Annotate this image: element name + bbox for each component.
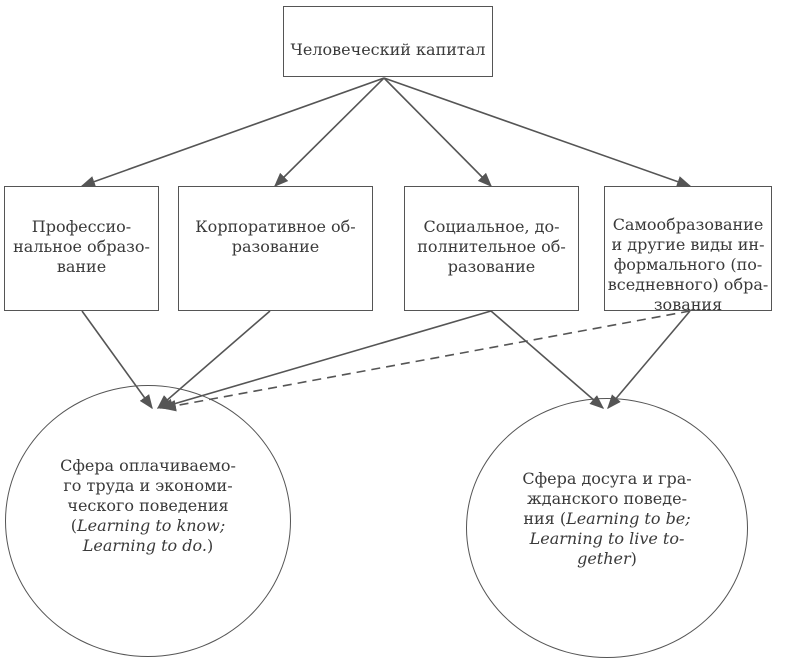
sphere2-paren-close: ) xyxy=(630,549,637,568)
arrow-top-to-box3 xyxy=(383,77,493,188)
paid-labor-sphere: Сфера оплачиваемо- го труда и экономи- ч… xyxy=(5,385,291,657)
sphere2-line3-prefix: ния ( xyxy=(523,509,567,528)
leisure-civic-sphere: Сфера досуга и гра- жданского поведе- ни… xyxy=(466,398,748,658)
sphere1-line4: (Learning to know; xyxy=(6,516,290,536)
leisure-civic-sphere-text: Сфера досуга и гра- жданского поведе- ни… xyxy=(467,469,747,569)
sphere2-line1: Сфера досуга и гра- xyxy=(522,469,692,488)
professional-education-box: Профессио- нальное образо- вание xyxy=(4,186,159,311)
self-education-box: Самообразование и другие виды ин- формал… xyxy=(604,186,772,314)
self-education-label: Самообразование и другие виды ин- формал… xyxy=(607,215,769,314)
sphere1-line3: ческого поведения xyxy=(67,496,229,515)
human-capital-label: Человеческий капитал xyxy=(290,40,486,59)
sphere1-line5: Learning to do.) xyxy=(6,536,290,556)
arrow-box4-to-sphere2 xyxy=(607,310,691,410)
sphere2-line4: Learning to live to- xyxy=(467,529,747,549)
social-education-label: Социальное, до- полнительное об- разован… xyxy=(417,217,566,276)
social-education-box: Социальное, до- полнительное об- разован… xyxy=(404,186,579,311)
sphere2-learning-to-be: Learning to be; xyxy=(566,509,691,528)
sphere2-together: gether xyxy=(577,549,631,568)
sphere2-line2: жданского поведе- xyxy=(527,489,687,508)
paid-labor-sphere-text: Сфера оплачиваемо- го труда и экономи- ч… xyxy=(6,456,290,556)
sphere1-learning-to-know: Learning to know; xyxy=(77,516,226,535)
sphere2-line3: ния (Learning to be; xyxy=(467,509,747,529)
sphere1-learning-to-do: Learning to do. xyxy=(82,536,207,555)
sphere1-paren-close: ) xyxy=(206,536,214,555)
corporate-education-box: Корпоративное об- разование xyxy=(178,186,373,311)
human-capital-box: Человеческий капитал xyxy=(283,6,493,77)
professional-education-label: Профессио- нальное образо- вание xyxy=(13,217,150,276)
sphere1-line2: го труда и экономи- xyxy=(63,476,233,495)
arrow-box4-to-sphere1-dashed xyxy=(161,310,691,412)
arrow-top-to-box1 xyxy=(80,77,385,188)
sphere2-learning-to-live: Learning to live to- xyxy=(529,529,685,548)
arrow-box3-to-sphere2 xyxy=(490,310,605,409)
arrow-top-to-box4 xyxy=(383,77,692,188)
arrow-box3-to-sphere1 xyxy=(158,310,492,410)
sphere1-line1: Сфера оплачиваемо- xyxy=(60,456,236,475)
sphere2-line5: gether) xyxy=(467,549,747,569)
sphere1-paren-open: ( xyxy=(70,516,78,535)
corporate-education-label: Корпоративное об- разование xyxy=(195,217,356,256)
arrow-top-to-box2 xyxy=(273,77,385,188)
